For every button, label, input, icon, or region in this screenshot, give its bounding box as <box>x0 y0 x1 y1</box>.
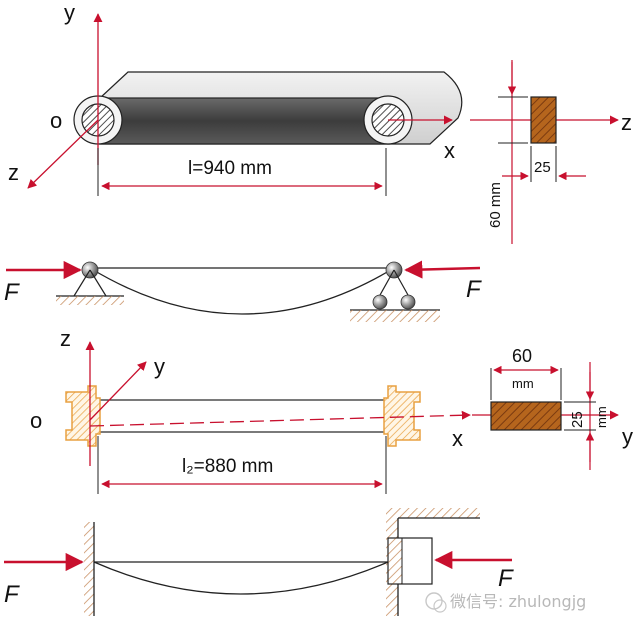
bottom-axis-o-label: o <box>30 408 42 433</box>
fixed-beam <box>4 508 512 616</box>
bottom-rod <box>97 399 387 433</box>
bottom-section-height-unit: mm <box>594 406 609 428</box>
watermark <box>425 592 447 613</box>
top-axis-z-label: z <box>8 160 19 185</box>
top-axis-o-label: o <box>50 108 62 133</box>
bottom-section-height-label: 25 <box>569 411 586 428</box>
bottom-cross-section <box>472 362 619 470</box>
bottom-section-width-label: 60 <box>512 346 532 366</box>
bottom-section-rect <box>490 401 562 431</box>
bottom-section-y-label: y <box>622 424 633 449</box>
top-length-label: l=940 mm <box>188 158 272 179</box>
top-section-height-label: 60 mm <box>487 182 504 228</box>
watermark-text: 微信号: zhulongjg <box>450 592 586 611</box>
middle-force-right-label: F <box>466 276 482 303</box>
top-beam-3d <box>73 71 463 145</box>
wechat-icon <box>425 592 443 610</box>
bottom-section-width-unit: mm <box>512 376 534 391</box>
bottom-axis-y-label: y <box>154 354 165 379</box>
bottom-length-label: l₂=880 mm <box>182 456 273 477</box>
bottom-axis-z-label: z <box>60 326 71 351</box>
top-section-z-label: z <box>621 110 632 135</box>
bottom-axis-x-label: x <box>452 426 463 451</box>
right-fitting <box>383 385 421 447</box>
rod-body <box>99 97 391 145</box>
top-cross-section <box>470 60 619 244</box>
bottom-beam <box>65 341 471 494</box>
top-axis-y-label: y <box>64 0 75 25</box>
left-fitting <box>65 385 101 447</box>
top-section-width-label: 25 <box>534 159 551 176</box>
top-section-rect <box>530 96 557 144</box>
fixed-force-right-label: F <box>498 565 514 592</box>
top-axes <box>27 13 453 196</box>
fixed-deflected-curve <box>93 561 389 595</box>
fixed-force-left-label: F <box>4 581 20 608</box>
middle-force-left-label: F <box>4 279 20 306</box>
deflected-curve <box>89 267 395 315</box>
top-axis-x-label: x <box>444 138 455 163</box>
pinned-beam <box>6 260 481 322</box>
